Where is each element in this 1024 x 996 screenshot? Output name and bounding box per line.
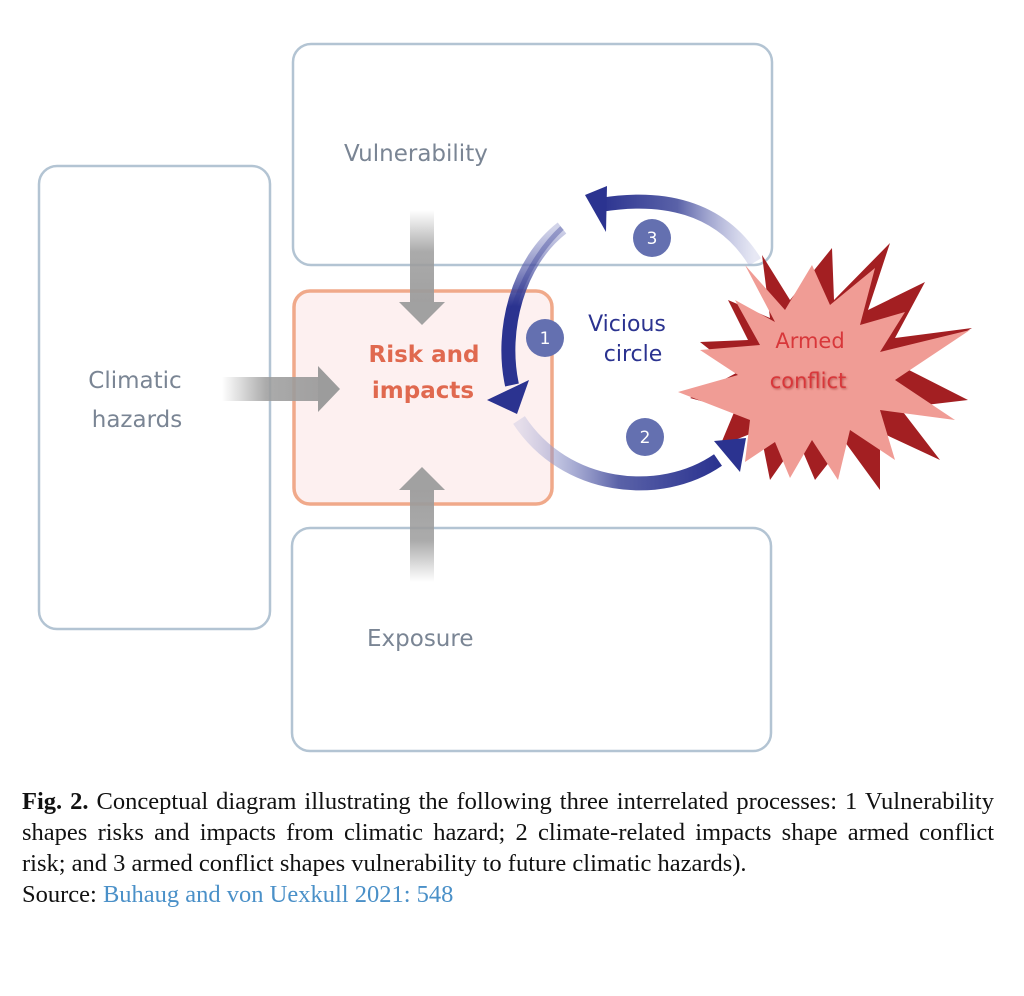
exposure-label: Exposure bbox=[367, 626, 473, 652]
badge-2-number: 2 bbox=[640, 428, 651, 448]
vicious-circle-label-line2: circle bbox=[604, 342, 663, 367]
source-label: Source: bbox=[22, 881, 97, 908]
vicious-circle-label-line1: Vicious bbox=[588, 312, 666, 337]
risk-impacts-label-line1: Risk and bbox=[369, 342, 480, 368]
caption-text: Fig. 2. Conceptual diagram illustrating … bbox=[22, 786, 994, 879]
armed-conflict-label-line2: conflict bbox=[770, 369, 847, 393]
process-badge-1: 1 bbox=[526, 319, 564, 357]
arrow-climatic-to-risk bbox=[222, 366, 340, 412]
arrow-3-conflict-to-vulnerability bbox=[585, 186, 761, 266]
armed-conflict-starburst: Armed conflict bbox=[678, 243, 972, 490]
climatic-hazards-label-line2: hazards bbox=[92, 407, 182, 433]
vulnerability-label: Vulnerability bbox=[344, 141, 488, 167]
exposure-box bbox=[290, 526, 773, 753]
badge-3-number: 3 bbox=[647, 229, 658, 249]
arrow-exposure-to-risk bbox=[399, 467, 445, 582]
process-badge-3: 3 bbox=[633, 219, 671, 257]
figure-caption: Fig. 2. Conceptual diagram illustrating … bbox=[22, 786, 994, 910]
starburst-fill bbox=[678, 265, 970, 480]
figure-label: Fig. 2. bbox=[22, 788, 89, 815]
caption-body: Conceptual diagram illustrating the foll… bbox=[22, 788, 994, 877]
risk-impacts-label-line2: impacts bbox=[372, 378, 474, 404]
arrow-vulnerability-to-risk bbox=[399, 210, 445, 325]
badge-1-number: 1 bbox=[540, 329, 551, 349]
process-badge-2: 2 bbox=[626, 418, 664, 456]
armed-conflict-label-line1: Armed bbox=[775, 329, 844, 353]
conceptual-diagram: Vulnerability Climatic hazards Exposure … bbox=[37, 42, 972, 753]
arrow-2-impacts-to-conflict bbox=[513, 416, 746, 491]
source-citation-link[interactable]: Buhaug and von Uexkull 2021: 548 bbox=[102, 881, 454, 908]
caption-source: Source: Buhaug and von Uexkull 2021: 548 bbox=[22, 879, 994, 910]
arrow-1-vulnerability-to-risk bbox=[487, 222, 567, 414]
climatic-hazards-label-line1: Climatic bbox=[88, 368, 181, 394]
